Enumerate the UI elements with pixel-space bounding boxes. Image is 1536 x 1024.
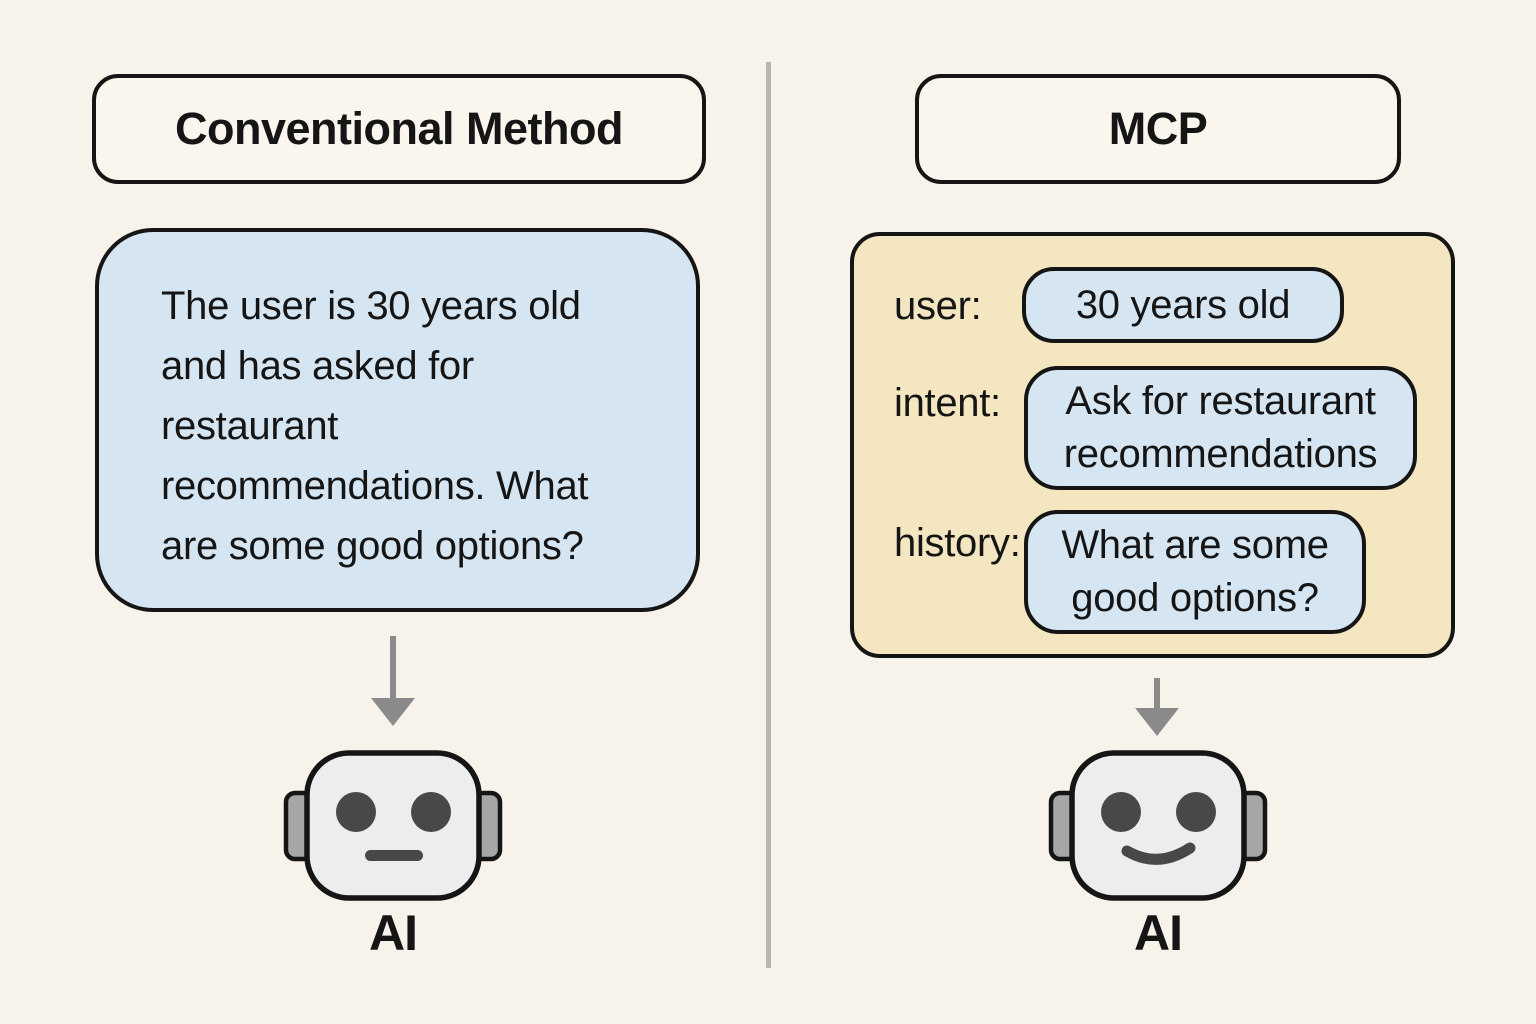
arrow-head bbox=[371, 698, 415, 726]
prompt-bubble: The user is 30 years old and has asked f… bbox=[95, 228, 700, 612]
arrow-down-icon bbox=[371, 636, 415, 728]
field-key-user: user: bbox=[894, 284, 982, 328]
field-value-user-text: 30 years old bbox=[1075, 283, 1291, 327]
field-value-history: What are some good options? bbox=[1024, 510, 1366, 634]
robot-smiling-icon bbox=[1048, 750, 1268, 901]
structured-context-box: user: 30 years old intent: Ask for resta… bbox=[850, 232, 1455, 658]
conventional-method-title-box: Conventional Method bbox=[92, 74, 706, 184]
field-value-intent-text: Ask for restaurant recommendations bbox=[1063, 379, 1378, 476]
ai-label-right: AI bbox=[1134, 905, 1183, 961]
arrow-shaft bbox=[390, 636, 396, 700]
robot-neutral-icon bbox=[283, 750, 503, 901]
mcp-title: MCP bbox=[1108, 103, 1208, 154]
conventional-method-title: Conventional Method bbox=[175, 103, 623, 154]
mcp-title-box: MCP bbox=[915, 74, 1401, 184]
field-key-history: history: bbox=[894, 521, 1021, 565]
ai-label-left: AI bbox=[369, 905, 418, 961]
field-value-history-text: What are some good options? bbox=[1061, 523, 1329, 620]
prompt-text: The user is 30 years old and has asked f… bbox=[161, 284, 589, 568]
field-value-intent: Ask for restaurant recommendations bbox=[1024, 366, 1417, 490]
field-key-intent: intent: bbox=[894, 381, 1001, 425]
arrow-head bbox=[1135, 708, 1179, 736]
arrow-down-icon bbox=[1135, 678, 1179, 736]
arrow-shaft bbox=[1154, 678, 1160, 710]
field-value-user: 30 years old bbox=[1022, 267, 1344, 343]
divider-line bbox=[766, 62, 771, 968]
